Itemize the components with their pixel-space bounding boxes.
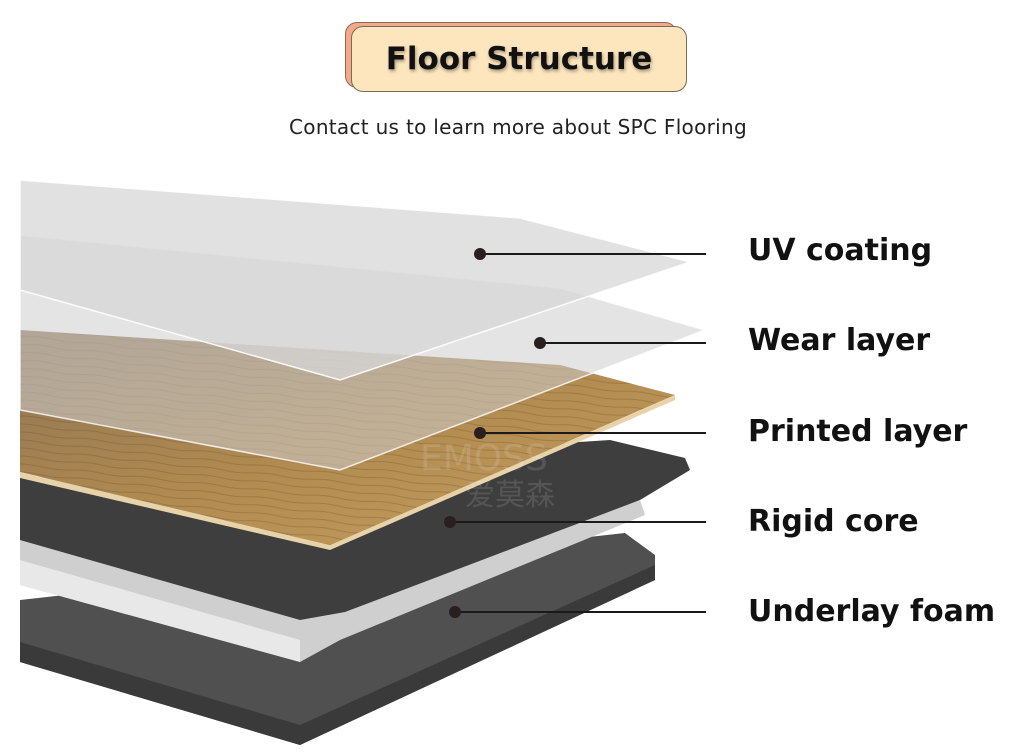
label-uv-coating: UV coating — [748, 233, 933, 268]
leader-dots — [444, 248, 546, 618]
leader-lines — [450, 253, 706, 613]
watermark: EMOSS — [420, 438, 548, 479]
label-wear-layer: Wear layer — [748, 323, 931, 358]
page-title: Floor Structure — [351, 26, 687, 92]
label-underlay-foam: Underlay foam — [748, 594, 996, 629]
label-printed-layer: Printed layer — [748, 414, 968, 449]
title-badge: Floor Structure — [345, 22, 687, 92]
watermark-cjk: 爱莫森 — [465, 478, 555, 513]
subtitle: Contact us to learn more about SPC Floor… — [289, 115, 747, 139]
layer-uv-coating — [19, 179, 693, 381]
label-rigid-core: Rigid core — [748, 504, 919, 539]
